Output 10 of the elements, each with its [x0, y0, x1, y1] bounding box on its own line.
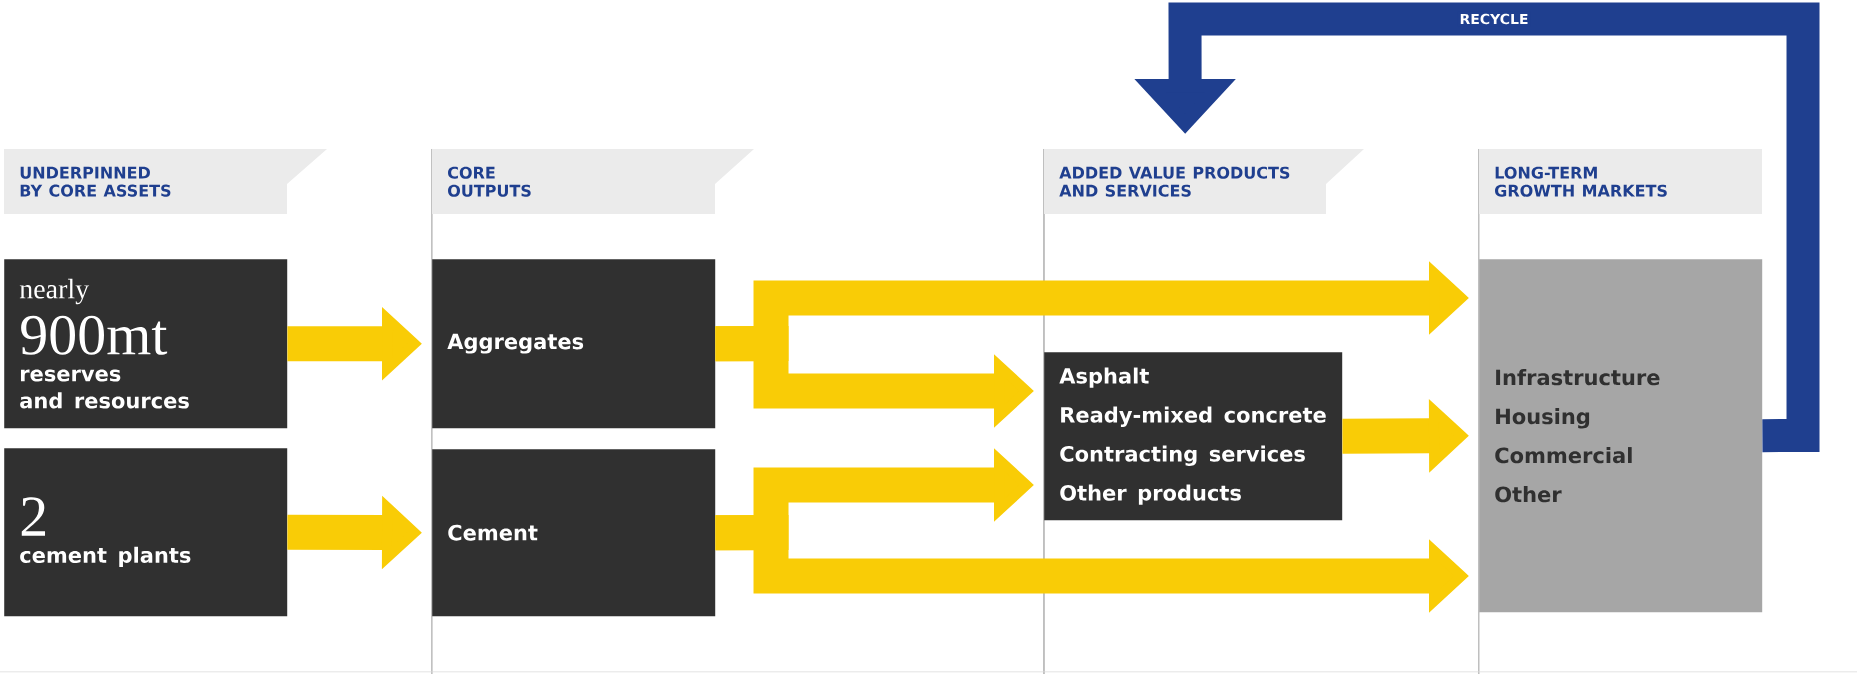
column-header: CORE OUTPUTS: [432, 149, 754, 214]
column-header: UNDERPINNED BY CORE ASSETS: [4, 149, 327, 214]
product-box: Aggregates: [432, 259, 716, 429]
asset-box: nearly 900mt reserves and resources: [4, 259, 288, 429]
market-box: Infrastructure Housing Commercial Other: [1479, 259, 1763, 613]
product-box: Cement: [432, 449, 716, 617]
column-header: LONG-TERM GROWTH MARKETS: [1479, 149, 1762, 214]
product-box: Asphalt Ready-mixed concrete Contracting services Other products: [1044, 352, 1343, 521]
asset-box: 2 cement plants: [4, 448, 288, 617]
column-header: ADDED VALUE PRODUCTS AND SERVICES: [1044, 149, 1364, 214]
